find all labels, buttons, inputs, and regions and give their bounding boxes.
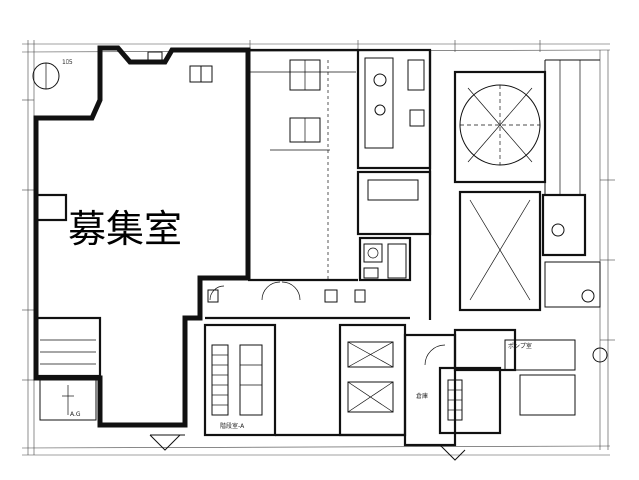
ac-label: A.G xyxy=(70,411,81,418)
left-small-room xyxy=(34,316,102,421)
corner-dim-label: 1ﾛ5 xyxy=(62,59,73,66)
vacancy-room-outline xyxy=(32,45,251,428)
stair-label: 階段室-A xyxy=(220,422,245,430)
right-mechanical-area xyxy=(453,59,601,312)
upper-right-rooms xyxy=(356,48,432,320)
vacancy-label: 募集室 xyxy=(68,207,182,251)
central-core xyxy=(198,48,410,320)
storage-label: 倉庫 xyxy=(416,392,428,400)
lower-rooms xyxy=(149,323,608,461)
pump-room-label: ポンプ室 xyxy=(508,342,532,350)
